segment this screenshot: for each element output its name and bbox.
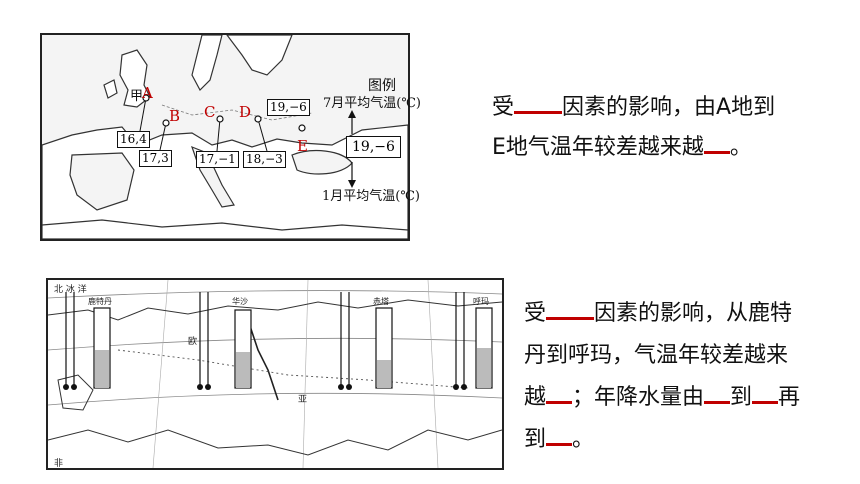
climate-gauges	[63, 292, 493, 390]
city-rotterdam: 鹿特丹	[88, 297, 112, 306]
city-warsaw: 华沙	[232, 297, 248, 306]
question-1-text: 受 因素的影响，由A地到 E地气温年较差越来越。	[492, 88, 832, 168]
question-1-line-2: E地气温年较差越来越。	[492, 128, 832, 168]
q2-part-9: 。	[572, 427, 595, 452]
europe-coastline-drawing	[42, 35, 408, 239]
q1-part-1: 受	[492, 95, 515, 120]
asia-label: 亚	[298, 395, 308, 405]
question-2-line-2: 丹到呼玛，气温年较差越来	[524, 335, 844, 377]
legend-sample-box: 19,−6	[346, 136, 401, 158]
eurasia-climate-map: 北 冰 洋 鹿特丹 华沙 赤塔 呼玛 欧 亚 非	[46, 278, 504, 470]
q1-blank-trend[interactable]	[703, 129, 730, 154]
point-c-label: C	[204, 103, 216, 121]
q2-blank-from[interactable]	[704, 379, 731, 404]
city-huma: 呼玛	[473, 297, 489, 306]
q1-part-4: 。	[729, 135, 752, 160]
q2-blank-then[interactable]	[546, 421, 573, 446]
q1-part-3: E地气温年较差越来越	[492, 135, 704, 160]
point-d-label: D	[239, 103, 252, 121]
city-chita: 赤塔	[373, 297, 389, 306]
q2-part-5: ；年降水量由	[572, 385, 705, 410]
legend-july-label: 7月平均气温(℃)	[323, 96, 421, 111]
gauge-warsaw	[197, 292, 252, 390]
q2-blank-to[interactable]	[752, 379, 779, 404]
question-1-line-1: 受 因素的影响，由A地到	[492, 88, 832, 128]
point-a-label: A	[142, 84, 153, 102]
q2-part-8: 到	[524, 427, 547, 452]
legend-title: 图例	[368, 78, 396, 94]
point-e-values: 19,−6	[267, 99, 310, 116]
question-2-text: 受因素的影响，从鹿特 丹到呼玛，气温年较差越来 越；年降水量由到再 到。	[524, 293, 844, 461]
point-d-values: 18,−3	[243, 151, 286, 168]
africa-label: 非	[54, 459, 64, 469]
europe-temperature-map: 甲 A B C D E 16,4 17,3 17,−1 18,−3 19,−6	[40, 33, 410, 241]
gauge-huma	[453, 292, 493, 390]
gauge-chita	[338, 292, 393, 390]
q2-blank-trend[interactable]	[546, 379, 573, 404]
legend-jan-label: 1月平均气温(℃)	[322, 189, 420, 204]
q1-blank-factor[interactable]	[514, 89, 563, 114]
q1-part-2: 因素的影响，由A地到	[562, 95, 776, 120]
ocean-label: 北 冰 洋	[54, 285, 87, 295]
q2-part-4: 越	[524, 385, 547, 410]
point-c-values: 17,−1	[196, 151, 239, 168]
point-a-values: 16,4	[117, 131, 150, 148]
question-2-line-1: 受 因素的影响，从鹿特	[524, 293, 844, 335]
question-2-line-3: 越 ；年降水量由到再	[524, 377, 844, 419]
q2-part-1: 受	[524, 301, 547, 326]
europe-label: 欧	[188, 337, 198, 347]
q2-blank-factor[interactable]	[546, 295, 595, 320]
point-e-label: E	[297, 137, 308, 155]
jia-label: 甲	[130, 89, 144, 104]
q2-part-6: 到	[730, 385, 753, 410]
legend-arrows	[348, 110, 356, 188]
q2-part-7: 再	[778, 385, 801, 410]
point-b-label: B	[169, 107, 181, 125]
q2-part-2: 因素的影响，从鹿特	[594, 301, 793, 326]
question-2-line-4: 到。	[524, 419, 844, 461]
point-b-values: 17,3	[139, 150, 172, 167]
q2-part-3: 丹到呼玛，气温年较差越来	[524, 343, 789, 368]
gauge-rotterdam	[63, 292, 111, 390]
eurasia-map-drawing	[48, 280, 502, 468]
